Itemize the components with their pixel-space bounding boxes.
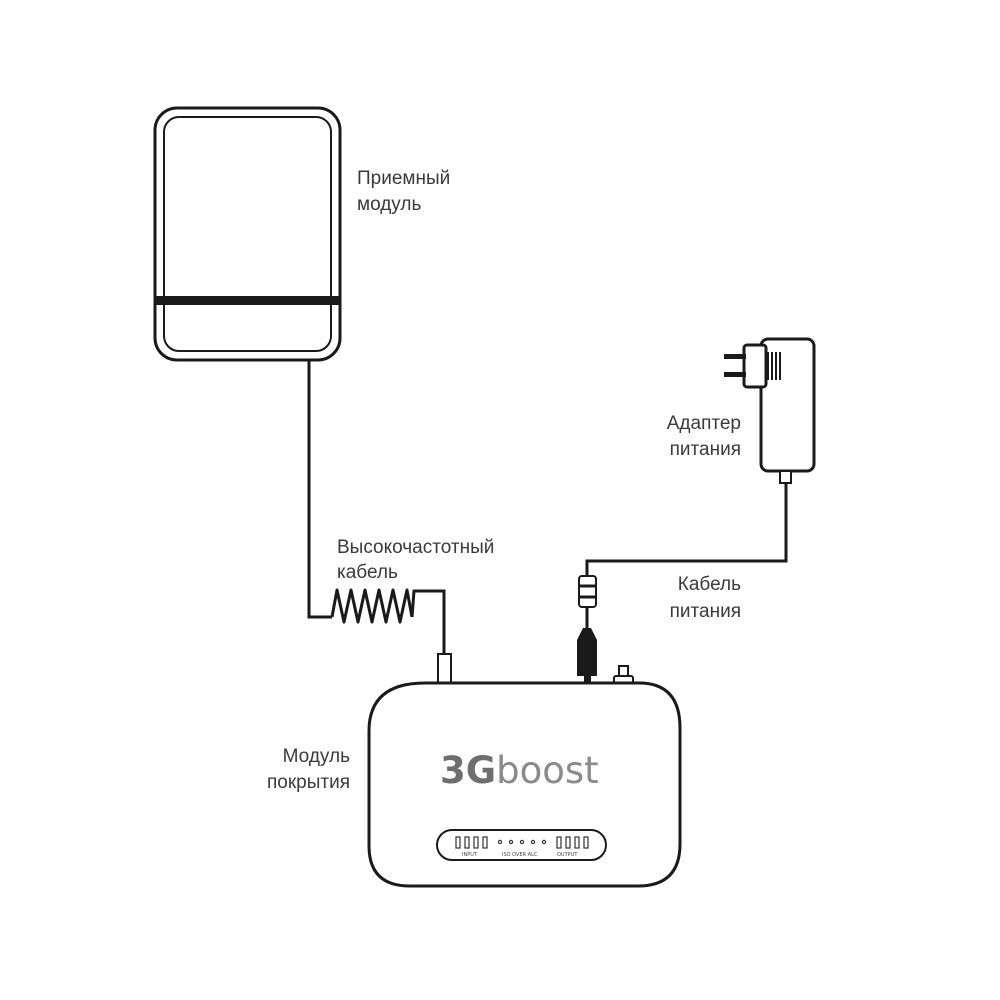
receiver-module	[153, 106, 342, 362]
brand-logo-part2: boost	[496, 749, 599, 792]
rf-cable-label-line2: кабель	[337, 562, 398, 583]
power-cable-label-line2: питания	[670, 601, 741, 622]
power-cable	[585, 483, 788, 576]
power-adapter	[724, 337, 816, 484]
adapter-label-line2: питания	[670, 439, 741, 460]
indicator-leds	[455, 836, 589, 849]
coverage-module: INPUT ISO OVER ALC OUTPUT	[367, 681, 682, 888]
rf-cable-label-line1: Высокочастотный	[337, 537, 494, 558]
power-ferrite	[578, 575, 597, 608]
panel-modes-label: ISO OVER ALC	[502, 852, 538, 858]
brand-logo-part1: 3G	[440, 749, 496, 792]
panel-output-label: OUTPUT	[557, 852, 578, 858]
receiver-label-line1: Приемный	[357, 168, 450, 189]
rf-connector	[437, 653, 452, 685]
panel-input-label: INPUT	[462, 852, 478, 858]
brand-logo: 3Gboost	[440, 749, 599, 792]
receiver-band	[155, 296, 340, 305]
power-cable-label-line1: Кабель	[678, 574, 741, 595]
adapter-label-line1: Адаптер	[667, 413, 741, 434]
coverage-label-line1: Модуль	[283, 746, 350, 767]
coverage-label-line2: покрытия	[267, 772, 350, 793]
rf-cable-end	[410, 589, 446, 656]
power-connector	[577, 628, 597, 676]
rf-cable-coil	[330, 588, 414, 624]
receiver-label-line2: модуль	[357, 194, 421, 215]
rf-cable	[307, 360, 332, 619]
indicator-panel	[436, 829, 607, 861]
